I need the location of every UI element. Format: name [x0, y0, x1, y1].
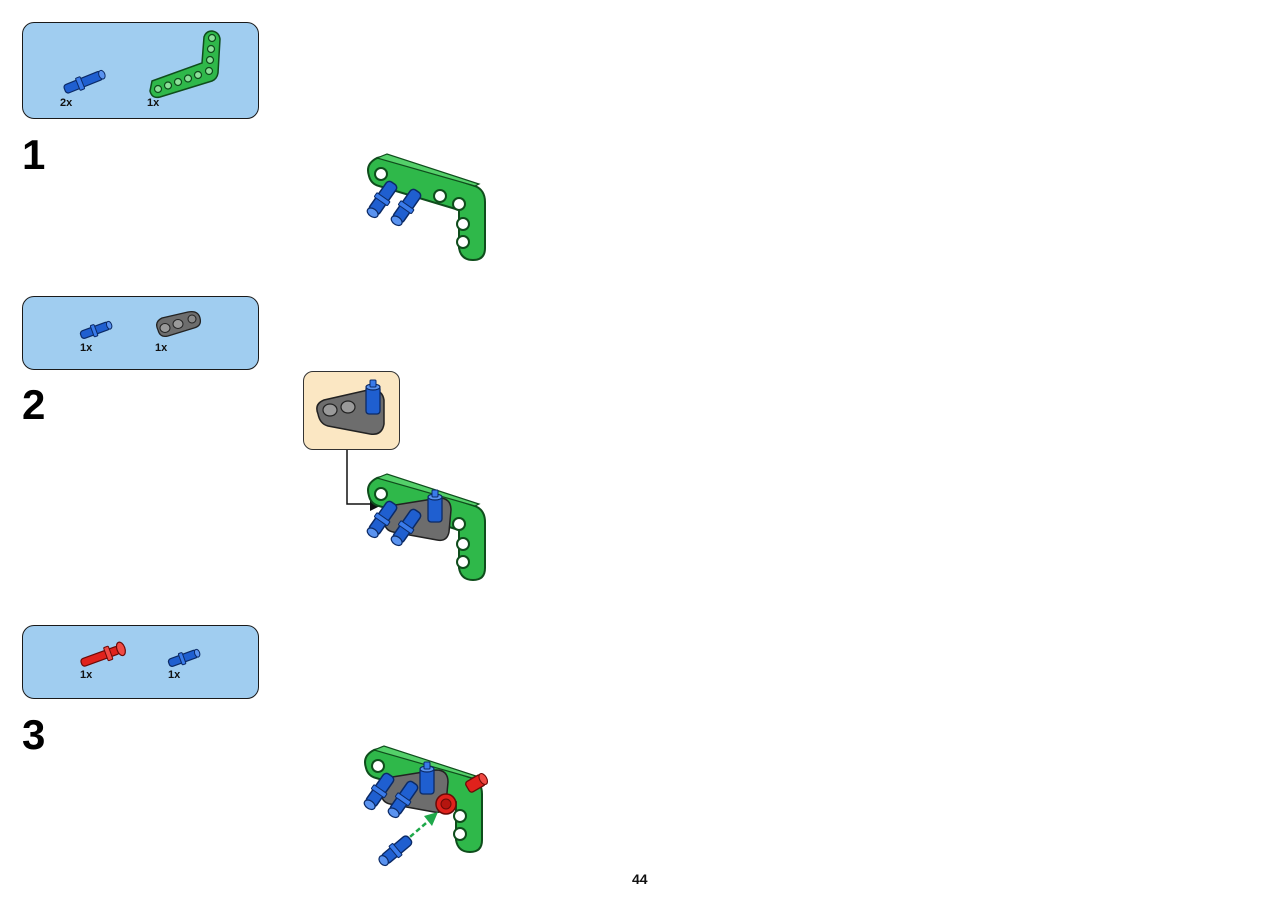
step-2-parts-box: [22, 296, 259, 370]
step-2-part-1-qty: 1x: [80, 342, 93, 354]
red-axle-pin-icon: [80, 641, 126, 667]
page-number: 44: [632, 871, 648, 887]
step-2-part-2-qty: 1x: [155, 342, 168, 354]
step-1-assembly: [366, 153, 486, 262]
step-2-assembly: [366, 473, 486, 582]
blue-axle-pin-icon: [79, 320, 113, 339]
step-1-part-2-qty: 1x: [147, 97, 160, 109]
blue-axle-pin-icon: [63, 69, 106, 94]
step-2-number: 2: [22, 381, 46, 428]
step-3-part-2-qty: 1x: [168, 669, 181, 681]
step-3-part-1-qty: 1x: [80, 669, 93, 681]
step-1-part-1-qty: 2x: [60, 97, 73, 109]
gray-connector-icon: [156, 310, 202, 338]
step-3-parts-box: [22, 625, 259, 699]
blue-axle-pin-icon: [167, 648, 201, 667]
step-3-assembly: [363, 745, 489, 867]
callout-sub-assembly: [316, 379, 385, 436]
green-l-beam-icon: [149, 30, 221, 99]
step-3-number: 3: [22, 711, 46, 758]
step-1-number: 1: [22, 131, 46, 178]
